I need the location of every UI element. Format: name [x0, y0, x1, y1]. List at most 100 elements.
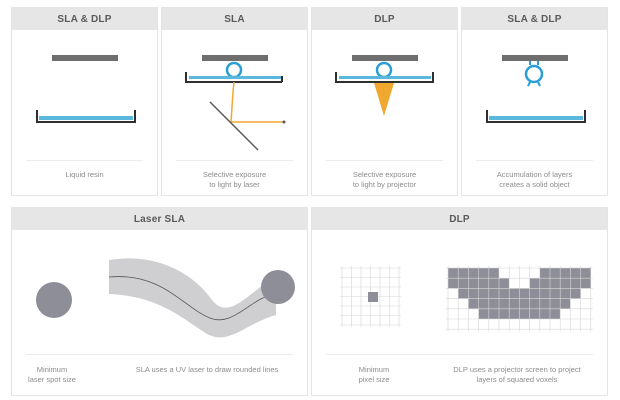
panel-caption: Selective exposure to light by laser — [202, 170, 267, 189]
panel-caption: Minimum laser spot size — [28, 365, 76, 384]
voxel — [499, 288, 510, 299]
voxel — [509, 298, 520, 309]
voxel — [550, 288, 561, 299]
resin-liquid — [339, 76, 431, 79]
voxel — [488, 288, 499, 299]
voxel — [488, 268, 499, 279]
voxel — [550, 308, 561, 319]
resin-liquid — [39, 116, 133, 120]
voxel — [580, 278, 591, 289]
voxel — [488, 298, 499, 309]
voxel — [478, 288, 489, 299]
voxel — [458, 278, 469, 289]
voxel — [499, 278, 510, 289]
printed-part — [375, 61, 393, 79]
resin-tank — [335, 72, 434, 83]
resin-tank — [486, 110, 586, 123]
voxel — [448, 268, 459, 279]
panel-resin: SLA & DLP Liquid resin — [11, 7, 158, 196]
resin-tank — [36, 110, 136, 123]
voxel — [560, 278, 571, 289]
voxel — [468, 268, 479, 279]
panel-laser-sla: Laser SLA Minimum laser spot size SLA us… — [11, 207, 308, 396]
voxel — [550, 268, 561, 279]
panel-layers: SLA & DLP Accumulation of layers creates… — [461, 7, 608, 196]
single-pixel — [368, 292, 378, 302]
voxel — [478, 268, 489, 279]
layers-illustration — [486, 55, 586, 123]
voxel — [550, 298, 561, 309]
panel-title: DLP — [312, 8, 457, 30]
panel-title: SLA & DLP — [12, 8, 157, 30]
resin-tank — [185, 72, 282, 83]
panel-caption: Selective exposure to light by projector — [352, 170, 417, 189]
panel-title: Laser SLA — [12, 208, 307, 230]
voxel — [529, 278, 540, 289]
build-platform — [352, 55, 418, 61]
laser-spot — [36, 282, 72, 318]
voxel — [458, 288, 469, 299]
panel-caption: DLP uses a projector screen to project l… — [453, 365, 581, 384]
laser-path-line — [108, 276, 277, 321]
printed-part — [524, 64, 544, 84]
voxel — [529, 298, 540, 309]
voxel — [509, 288, 520, 299]
dlp-illustration — [335, 55, 434, 116]
laser-beam — [230, 81, 284, 123]
dlp-pixels-illustration — [340, 266, 593, 332]
voxel — [458, 268, 469, 279]
voxel — [499, 298, 510, 309]
voxel — [580, 268, 591, 279]
voxel — [519, 308, 530, 319]
panel-caption: Liquid resin — [65, 170, 104, 179]
resin-illustration — [36, 55, 136, 123]
panel-caption: SLA uses a UV laser to draw rounded line… — [135, 365, 279, 374]
voxel — [529, 288, 540, 299]
panel-caption: Accumulation of layers creates a solid o… — [496, 170, 573, 189]
build-platform — [202, 55, 268, 61]
panel-title: DLP — [312, 208, 607, 230]
pixel-grid-small — [340, 266, 401, 327]
panel-title: SLA — [162, 8, 307, 30]
voxel — [539, 298, 550, 309]
laser-source — [282, 120, 286, 124]
voxel — [478, 298, 489, 309]
voxel — [519, 298, 530, 309]
sla-illustration — [185, 55, 286, 151]
voxel — [539, 268, 550, 279]
printed-part — [225, 61, 243, 79]
voxel — [570, 278, 581, 289]
resin-liquid — [489, 116, 583, 120]
voxel — [529, 308, 540, 319]
panel-title: SLA & DLP — [462, 8, 607, 30]
voxel — [560, 268, 571, 279]
panel-dlp-pixels: DLP Minimum pixel size DLP uses a projec… — [311, 207, 608, 396]
voxel — [570, 288, 581, 299]
voxel — [468, 288, 479, 299]
voxel — [468, 298, 479, 309]
voxel — [468, 278, 479, 289]
voxel — [448, 278, 459, 289]
voxel — [478, 308, 489, 319]
voxel — [519, 288, 530, 299]
voxel — [539, 288, 550, 299]
voxel — [488, 308, 499, 319]
voxel — [499, 308, 510, 319]
voxel — [509, 308, 520, 319]
voxel — [478, 278, 489, 289]
voxel — [550, 278, 561, 289]
laser-spot-end — [261, 270, 295, 304]
panel-caption: Minimum pixel size — [358, 365, 390, 384]
voxel — [560, 298, 571, 309]
voxel-grid — [446, 266, 593, 332]
voxel — [570, 268, 581, 279]
voxel — [539, 278, 550, 289]
voxel — [488, 278, 499, 289]
build-platform — [502, 55, 568, 61]
resin-liquid — [189, 76, 281, 79]
laser-stroke-band — [109, 258, 276, 338]
voxel — [560, 288, 571, 299]
build-platform — [52, 55, 118, 61]
panel-sla: SLA Selective exposure to light by laser — [161, 7, 308, 196]
galvo-mirror — [209, 101, 259, 151]
